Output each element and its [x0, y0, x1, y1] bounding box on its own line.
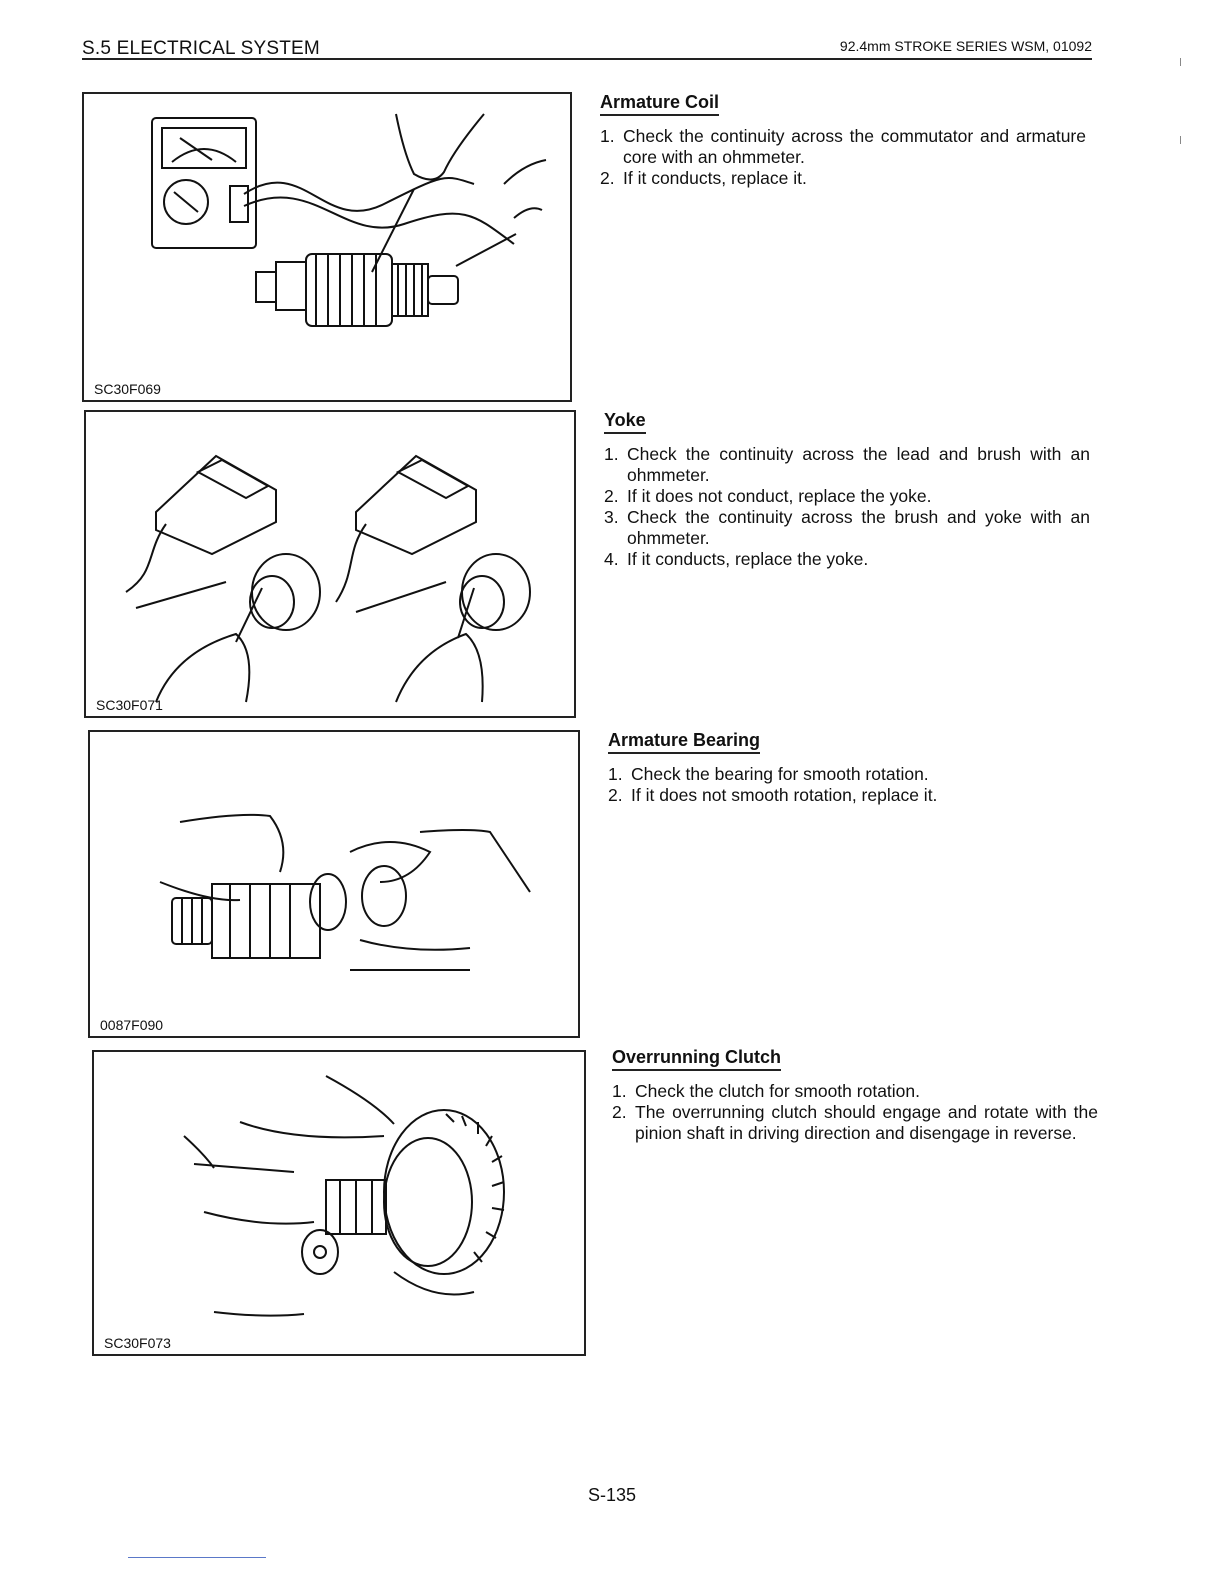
step-number: 2.	[608, 785, 623, 805]
step-text: The overrunning clutch should engage and…	[635, 1102, 1098, 1143]
step-item: 4. If it conducts, replace the yoke.	[604, 549, 1090, 570]
step-number: 3.	[604, 507, 619, 527]
series-header: 92.4mm STROKE SERIES WSM, 01092	[839, 38, 1092, 54]
section-armature-coil: Armature Coil 1. Check the continuity acr…	[600, 92, 1086, 189]
section-armature-bearing: Armature Bearing 1. Check the bearing for…	[608, 730, 1094, 806]
step-number: 2.	[600, 168, 615, 188]
steps-list: 1.Check the clutch for smooth rotation. …	[612, 1081, 1098, 1144]
step-text: If it does not conduct, replace the yoke…	[627, 486, 932, 506]
step-item: 1. Check the clutch for smooth rotation.	[612, 1081, 1098, 1102]
ohmmeter-yoke-illustration	[125, 454, 531, 703]
step-item: 2. If it does not conduct, replace the yo…	[604, 486, 1090, 507]
ohmmeter-armature-illustration	[151, 113, 547, 327]
section-title: Overrunning Clutch	[612, 1047, 782, 1071]
step-number: 2.	[612, 1102, 627, 1122]
step-number: 2.	[604, 486, 619, 506]
step-item: 2. If it conducts, replace it.	[600, 168, 1086, 189]
section-title: Yoke	[604, 410, 646, 434]
figure-caption: SC30F069	[94, 381, 161, 397]
step-item: 2. The overrunning clutch should engage a…	[612, 1102, 1098, 1144]
step-text: Check the bearing for smooth rotation.	[631, 764, 929, 784]
section-overrunning-clutch: Overrunning Clutch 1. Check the clutch fo…	[612, 1047, 1098, 1144]
steps-list: 1. Check the continuity across the commut…	[600, 126, 1086, 189]
step-text: If it conducts, replace it.	[623, 168, 807, 188]
steps-list: 1. Check the continuity across the lead a…	[604, 444, 1090, 570]
step-number: 1.	[604, 444, 619, 464]
step-item: 1. Check the continuity across the lead a…	[604, 444, 1090, 486]
footer-rule	[128, 1557, 266, 1558]
header-divider	[82, 58, 1092, 60]
figure-caption: SC30F071	[96, 697, 163, 713]
figure-caption: SC30F073	[104, 1335, 171, 1351]
step-text: If it conducts, replace the yoke.	[627, 549, 869, 569]
figure-overrunning-clutch: SC30F073	[92, 1050, 586, 1356]
step-item: 1. Check the bearing for smooth rotation.	[608, 764, 1094, 785]
figure-caption: 0087F090	[100, 1017, 164, 1033]
overrunning-clutch-illustration	[183, 1075, 505, 1317]
step-number: 1.	[608, 764, 623, 784]
armature-bearing-illustration	[159, 813, 531, 971]
page-number: S-135	[587, 1485, 637, 1505]
section-title: Armature Coil	[600, 92, 720, 116]
margin-mark	[1180, 58, 1181, 66]
figure-armature-bearing: 0087F090	[88, 730, 580, 1038]
margin-mark	[1180, 136, 1181, 144]
step-text: Check the continuity across the brush an…	[627, 507, 1090, 548]
step-text: Check the continuity across the lead and…	[627, 444, 1090, 485]
steps-list: 1. Check the bearing for smooth rotation.…	[608, 764, 1094, 806]
figure-yoke: SC30F071	[84, 410, 576, 718]
step-item: 3. Check the continuity across the brush …	[604, 507, 1090, 549]
figure-armature-coil: SC30F069	[82, 92, 572, 402]
step-text: Check the clutch for smooth rotation.	[635, 1081, 920, 1101]
step-text: Check the continuity across the commutat…	[623, 126, 1086, 167]
step-item: 1. Check the continuity across the commut…	[600, 126, 1086, 168]
step-number: 4.	[604, 549, 619, 569]
step-number: 1.	[600, 126, 615, 146]
step-item: 2. If it does not smooth rotation, replac…	[608, 785, 1094, 806]
section-yoke: Yoke 1. Check the continuity across the l…	[604, 410, 1090, 570]
section-header: S.5 ELECTRICAL SYSTEM	[82, 38, 320, 59]
step-text: If it does not smooth rotation, replace …	[631, 785, 938, 805]
step-number: 1.	[612, 1081, 627, 1101]
section-title: Armature Bearing	[608, 730, 761, 754]
